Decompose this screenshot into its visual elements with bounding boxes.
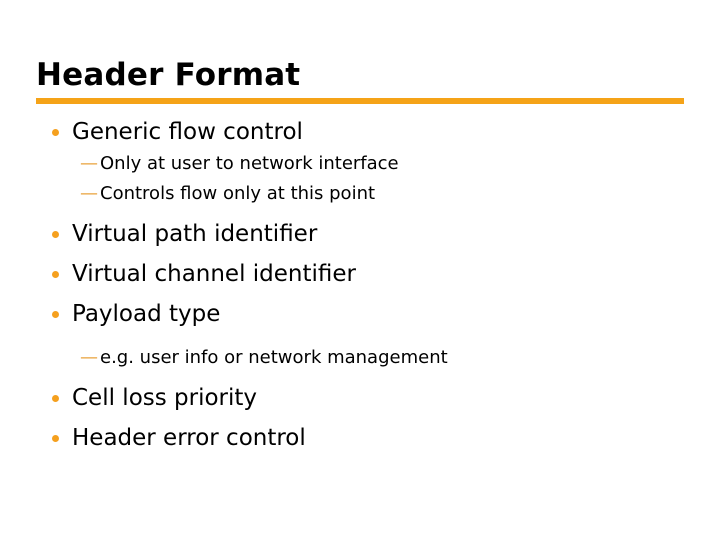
em-dash-icon: —	[80, 183, 98, 204]
page-title: Header Format	[36, 57, 301, 93]
list-item: — Controls flow only at this point	[36, 182, 696, 206]
list-item-label: Header error control	[72, 425, 306, 451]
list-item-label: Payload type	[72, 301, 221, 327]
list-item-label: Virtual channel identifier	[72, 261, 357, 287]
list-item: Virtual channel identifier	[36, 260, 696, 288]
em-dash-icon: —	[80, 347, 98, 368]
list-item: — e.g. user info or network management	[36, 346, 696, 370]
list-item: Generic flow control	[36, 118, 696, 146]
list-item-label: Controls flow only at this point	[100, 183, 376, 204]
title-underline-rule	[36, 98, 684, 104]
list-item: Cell loss priority	[36, 384, 696, 412]
bullet-dot-icon	[52, 435, 59, 442]
slide-body-list: Generic flow control — Only at user to n…	[36, 112, 696, 452]
list-item-label: Virtual path identifier	[72, 221, 318, 247]
list-item-label: e.g. user info or network management	[100, 347, 448, 368]
bullet-dot-icon	[52, 311, 59, 318]
list-item: Header error control	[36, 424, 696, 452]
bullet-dot-icon	[52, 271, 59, 278]
bullet-dot-icon	[52, 395, 59, 402]
bullet-dot-icon	[52, 231, 59, 238]
list-item-label: Generic flow control	[72, 119, 303, 145]
list-item: Virtual path identifier	[36, 220, 696, 248]
list-item: — Only at user to network interface	[36, 152, 696, 176]
em-dash-icon: —	[80, 153, 98, 174]
list-item-label: Only at user to network interface	[100, 153, 399, 174]
bullet-dot-icon	[52, 129, 59, 136]
list-item-label: Cell loss priority	[72, 385, 258, 411]
list-item: Payload type	[36, 300, 696, 328]
